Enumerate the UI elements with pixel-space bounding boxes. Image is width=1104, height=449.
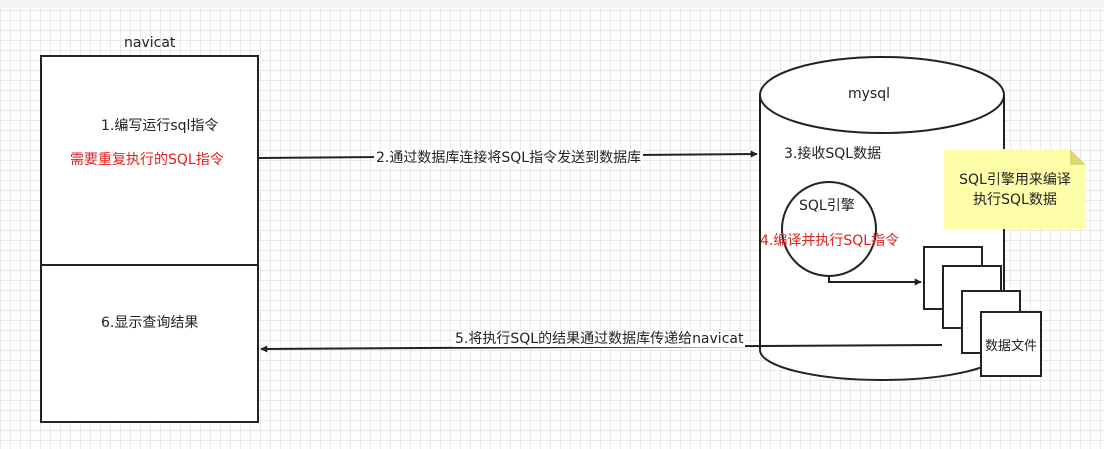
step2-label: 2.通过数据库连接将SQL指令发送到数据库 xyxy=(374,150,644,166)
note-text: SQL引擎用来编译 执行SQL数据 xyxy=(944,170,1086,210)
navicat-top-box[interactable] xyxy=(40,55,259,266)
data-file-doc-front[interactable] xyxy=(980,311,1042,377)
step4-label: 4.编译并执行SQL指令 xyxy=(760,233,900,249)
navicat-bottom-box[interactable] xyxy=(40,264,259,423)
sql-engine-label: SQL引擎 xyxy=(799,198,855,214)
note-line-2: 执行SQL数据 xyxy=(973,192,1057,208)
mysql-title: mysql xyxy=(848,86,890,102)
navicat-title: navicat xyxy=(124,35,176,51)
arrow-engine-to-files xyxy=(828,276,922,286)
note-line-1: SQL引擎用来编译 xyxy=(959,172,1071,188)
data-file-label: 数据文件 xyxy=(985,339,1038,354)
step3-label: 3.接收SQL数据 xyxy=(784,146,882,162)
step1-label: 1.编写运行sql指令 xyxy=(101,118,219,134)
sql-engine-circle[interactable] xyxy=(781,181,877,277)
step6-label: 6.显示查询结果 xyxy=(101,315,199,331)
arrow-return-result xyxy=(260,344,943,353)
step1-note-label: 需要重复执行的SQL指令 xyxy=(70,152,224,168)
step5-label: 5.将执行SQL的结果通过数据库传递给navicat xyxy=(453,331,746,347)
canvas-top-band xyxy=(0,0,1104,8)
note-fold xyxy=(1070,149,1086,165)
mysql-cylinder-top xyxy=(759,56,1005,134)
note-box[interactable] xyxy=(944,149,1086,229)
